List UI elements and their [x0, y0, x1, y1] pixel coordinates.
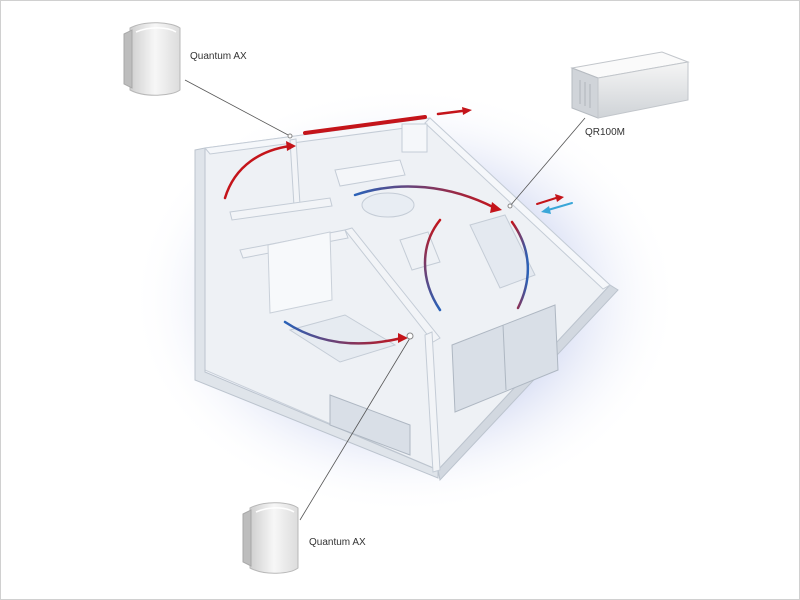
airflow-bedroom-arc: [283, 320, 404, 345]
leader-line-qr100m: [509, 117, 586, 207]
airflow-extract-top-duct: [303, 115, 427, 135]
airflow-bedroom-arrowhead: [398, 333, 408, 343]
leader-line-bottom-fan: [299, 337, 411, 521]
airflow-living-top-arrowhead: [490, 202, 502, 213]
bedroom-window: [329, 394, 411, 456]
airflow-bathroom-arc: [223, 144, 292, 200]
kitchen-counter: [334, 159, 406, 187]
airflow-exhaust-out-1: [436, 109, 464, 116]
airflow-living-left-arc: [423, 218, 442, 312]
partition-living-front: [424, 331, 441, 473]
unit-marker-top: [287, 133, 293, 139]
label-quantum-ax-bottom: Quantum AX: [309, 537, 366, 548]
label-quantum-ax-top: Quantum AX: [190, 51, 247, 62]
outer-wall-right-back: [424, 117, 611, 290]
partition-hall: [229, 197, 333, 221]
partition-bedroom-right: [344, 227, 441, 343]
airflow-exhaust-arrowhead-1: [462, 107, 472, 115]
airflow-exhaust-arrowhead-2: [555, 194, 564, 202]
dining-table: [361, 192, 415, 218]
tv-cabinet: [399, 231, 441, 271]
heat-recovery-unit-icon: [570, 51, 690, 119]
bedroom-wardrobe: [267, 231, 333, 314]
unit-marker-bottom: [406, 332, 414, 340]
airflow-arrows: [223, 107, 573, 345]
kitchen-cabinet: [401, 123, 428, 153]
airflow-living-right-arc: [510, 220, 529, 310]
airflow-bathroom-arrowhead: [286, 141, 296, 151]
airflow-exhaust-out-2: [536, 197, 557, 205]
airflow-intake-in: [547, 202, 573, 211]
patio-door-divider: [502, 324, 507, 391]
label-qr100m: QR100M: [585, 127, 626, 138]
airflow-intake-arrowhead: [541, 206, 551, 214]
wall-fan-icon: [123, 22, 181, 96]
leader-line-top-fan: [184, 79, 291, 137]
bedroom-bed: [288, 314, 397, 363]
airflow-living-top-arc: [353, 185, 497, 210]
living-sofa: [469, 214, 536, 289]
unit-marker-qr100m: [507, 203, 513, 209]
wall-fan-icon: [242, 502, 299, 574]
leader-lines: [184, 79, 586, 521]
